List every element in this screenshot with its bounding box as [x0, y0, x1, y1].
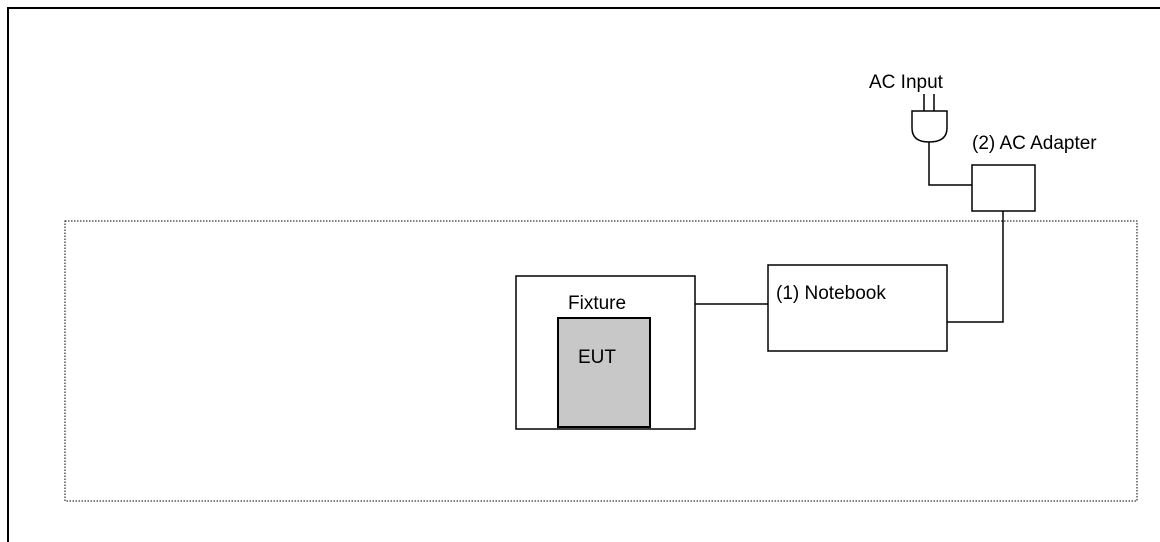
ac-adapter-label: (2) AC Adapter [972, 133, 1097, 154]
ac-plug-icon [911, 94, 948, 143]
ac-cable [928, 142, 972, 186]
page-frame [7, 7, 1160, 542]
ac-input-label: AC Input [869, 72, 944, 93]
fixture-label: Fixture [568, 293, 626, 314]
eut-label: EUT [578, 347, 616, 368]
ac-adapter-box [971, 164, 1036, 212]
eut-box [557, 317, 651, 428]
notebook-label: (1) Notebook [776, 283, 886, 304]
test-table-boundary [64, 220, 1138, 502]
notebook-box [767, 264, 948, 352]
dc-cable [947, 211, 1004, 323]
